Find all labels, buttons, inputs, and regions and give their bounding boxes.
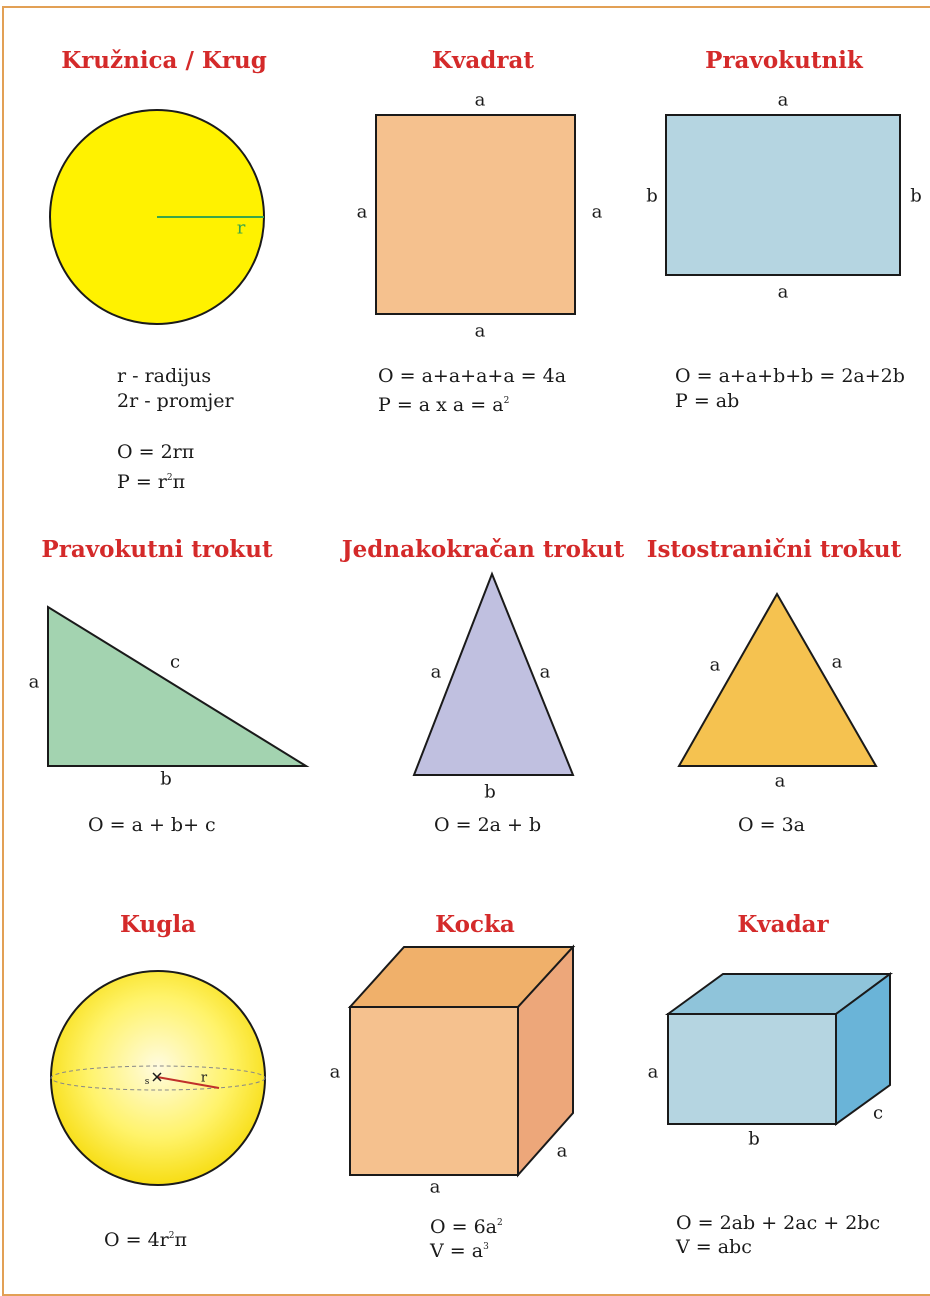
sphere-equator <box>50 1065 266 1091</box>
right-triangle-label-c: c <box>169 651 181 673</box>
square-label-bottom: a <box>474 320 486 342</box>
cuboid-formula-surface: O = 2ab + 2ac + 2bc <box>676 1212 881 1234</box>
isosceles-triangle-shape <box>412 571 575 776</box>
square-formula-area: P = a x a = a2 <box>378 394 510 416</box>
sphere-center-cross <box>152 1072 162 1082</box>
circle-formula-perimeter: O = 2rπ <box>117 441 195 463</box>
square-title: Kvadrat <box>432 47 534 74</box>
rectangle-label-top: a <box>777 89 789 111</box>
isosceles-triangle-title: Jednakokračan trokut <box>341 536 625 563</box>
square-shape <box>375 114 576 315</box>
square-label-left: a <box>356 201 368 223</box>
rectangle-label-left: b <box>646 185 658 207</box>
isosceles-formula: O = 2a + b <box>434 814 542 836</box>
right-triangle-label-a: a <box>28 671 40 693</box>
cube-label-depth: a <box>556 1140 568 1162</box>
right-triangle-shape <box>47 605 310 767</box>
cube-label-height: a <box>329 1061 341 1083</box>
circle-radius-label: r <box>236 217 246 239</box>
square-label-right: a <box>591 201 603 223</box>
cuboid-formula-volume: V = abc <box>676 1236 752 1258</box>
isosceles-label-right: a <box>539 661 551 683</box>
equilateral-triangle-shape <box>677 591 878 767</box>
cuboid-label-width: b <box>748 1128 760 1150</box>
rectangle-formula-perimeter: O = a+a+b+b = 2a+2b <box>675 365 905 387</box>
equilateral-label-base: a <box>774 770 786 792</box>
cuboid-label-depth: c <box>872 1102 884 1124</box>
right-triangle-formula: O = a + b+ c <box>88 814 216 836</box>
circle-legend-radius: r - radijus <box>117 365 212 387</box>
equilateral-label-left: a <box>709 654 721 676</box>
cube-formula-surface: O = 6a2 <box>430 1216 503 1238</box>
square-formula-perimeter: O = a+a+a+a = 4a <box>378 365 567 387</box>
cuboid-front-face <box>667 1013 837 1125</box>
cube-title: Kocka <box>435 911 515 938</box>
circle-title: Kružnica / Krug <box>61 47 267 74</box>
sphere-radius-line <box>156 1076 220 1089</box>
square-label-top: a <box>474 89 486 111</box>
equilateral-triangle-title: Istostranični trokut <box>646 536 902 563</box>
equilateral-label-right: a <box>831 651 843 673</box>
cube-label-width: a <box>429 1176 441 1198</box>
rectangle-label-right: b <box>910 185 922 207</box>
isosceles-label-base: b <box>484 781 496 803</box>
cuboid-label-height: a <box>647 1061 659 1083</box>
rectangle-shape <box>665 114 901 276</box>
circle-legend-diameter: 2r - promjer <box>117 390 234 412</box>
isosceles-label-left: a <box>430 661 442 683</box>
sphere-title: Kugla <box>120 911 196 938</box>
cube-formula-volume: V = a3 <box>430 1240 489 1262</box>
sphere-radius-label: r <box>200 1070 208 1086</box>
right-triangle-label-b: b <box>160 768 172 790</box>
sphere-center-label: s <box>144 1077 150 1087</box>
cube-front-face <box>349 1006 519 1176</box>
rectangle-title: Pravokutnik <box>705 47 863 74</box>
cuboid-title: Kvadar <box>737 911 829 938</box>
rectangle-formula-area: P = ab <box>675 390 740 412</box>
right-triangle-title: Pravokutni trokut <box>41 536 273 563</box>
equilateral-formula: O = 3a <box>738 814 805 836</box>
sphere-formula: O = 4r2π <box>104 1229 187 1251</box>
circle-formula-area: P = r2π <box>117 471 186 493</box>
rectangle-label-bottom: a <box>777 281 789 303</box>
